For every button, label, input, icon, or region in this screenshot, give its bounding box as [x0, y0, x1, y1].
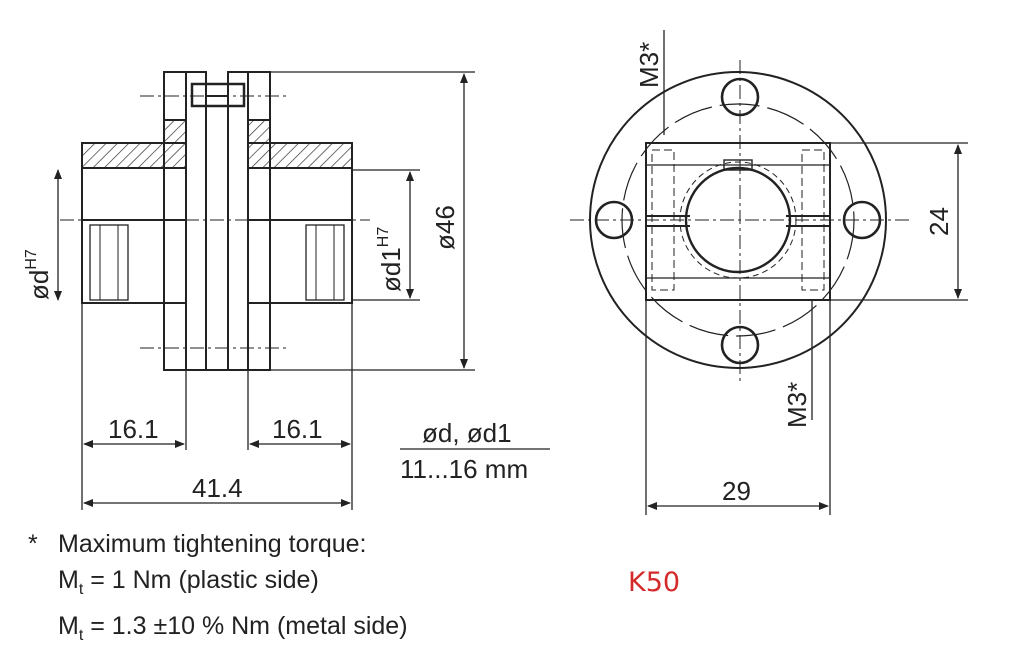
- bore-left-label: ødH7: [23, 249, 54, 300]
- side-view: [570, 60, 910, 385]
- keyway: [723, 159, 753, 171]
- footnote-line-1: *Maximum tightening torque:: [28, 530, 367, 558]
- left-clamp-screw: [89, 224, 129, 301]
- right-hub-section: [247, 142, 353, 169]
- center-disc-c: [205, 95, 229, 371]
- bore-range-value: 11...16 mm: [400, 454, 528, 484]
- side-dimensions: [645, 30, 968, 515]
- hub-right-length-label: 16.1: [272, 414, 323, 444]
- clamp-height-label: 24: [924, 207, 954, 236]
- model-label: K50: [628, 567, 681, 598]
- clamp-hub: [645, 142, 831, 301]
- flange-bolt: [190, 82, 246, 108]
- side-dimension-text: M3* M3* 24 29: [634, 42, 954, 506]
- right-clamp-screw: [305, 224, 345, 301]
- screw-top-label: M3*: [634, 42, 664, 88]
- front-view: [60, 71, 370, 371]
- bore-range-label: ød, ød1: [422, 418, 512, 448]
- front-dimension-text: ødH7 ød1H7 ø46 16.1 16.1 41.4 ød, ød1 11…: [23, 205, 528, 503]
- front-dimensions: [54, 71, 550, 510]
- outer-diameter-label: ø46: [430, 205, 460, 250]
- center-disc-b: [227, 71, 249, 371]
- right-flange-section: [247, 119, 271, 144]
- footnote-line-3: Mt = 1.3 ±10 % Nm (metal side): [58, 612, 408, 644]
- total-length-label: 41.4: [192, 473, 243, 503]
- screw-bottom-label: M3*: [782, 382, 812, 428]
- footnote: *Maximum tightening torque: Mt = 1 Nm (p…: [28, 526, 408, 654]
- clamp-width-label: 29: [722, 476, 751, 506]
- left-flange-section: [163, 119, 187, 144]
- center-disc-a: [185, 71, 207, 371]
- left-hub-section: [81, 142, 187, 169]
- hub-left-length-label: 16.1: [108, 414, 159, 444]
- bore-right-label: ød1H7: [375, 227, 406, 292]
- footnote-line-2: Mt = 1 Nm (plastic side): [58, 566, 319, 598]
